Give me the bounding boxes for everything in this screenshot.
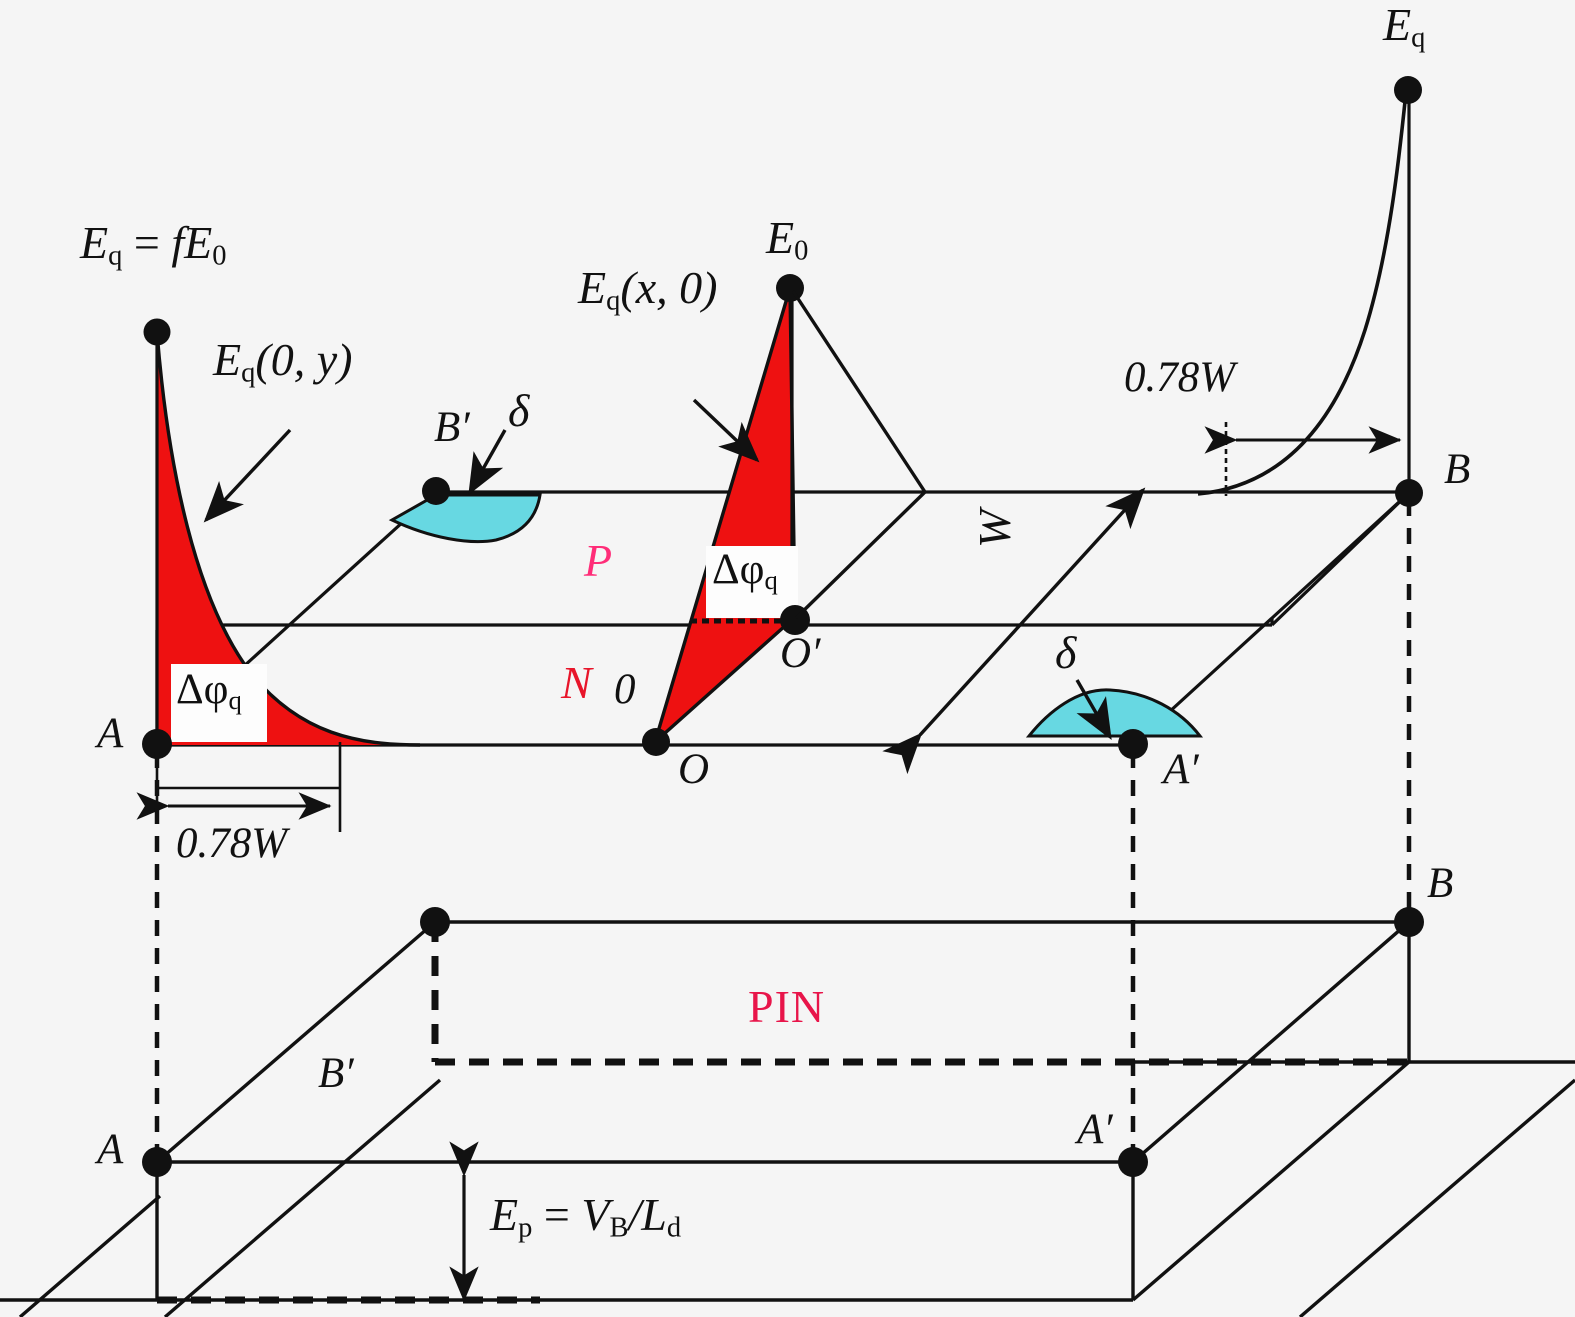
label-B-prime-top: B′ — [434, 404, 470, 451]
label-origin-O: O — [678, 746, 710, 793]
label-078w-right: 0.78W — [1124, 354, 1236, 401]
delta-phi-mid-box — [706, 546, 798, 618]
label-delta-phi-mid: Δφq — [712, 546, 778, 595]
label-w-arrow: W — [969, 509, 1020, 548]
point-eq-0-y-peak — [143, 318, 171, 346]
label-eq-x-0: Eq(x, 0) — [578, 262, 718, 317]
delta-sliver-right-shape — [1025, 688, 1204, 738]
label-A-top: A — [97, 710, 124, 757]
label-pin-block: PIN — [748, 981, 826, 1032]
dim-078w-right-group — [1204, 420, 1411, 496]
label-A-prime-top: A′ — [1163, 746, 1199, 793]
point-O — [642, 728, 670, 756]
delta-phi-left-box — [171, 664, 267, 742]
label-region-p: P — [584, 535, 613, 586]
label-origin-zero: 0 — [614, 666, 636, 713]
point-B-top — [1395, 479, 1423, 507]
pin-top-left-oblique — [155, 920, 437, 1164]
lower-plane-front-left-oblique2 — [163, 1078, 442, 1317]
label-E0: E0 — [766, 212, 809, 267]
point-eq-right-peak — [1394, 76, 1422, 104]
e0-oblique-down — [791, 290, 927, 493]
point-B-prime-top — [422, 477, 450, 505]
label-eq-equals-f-e0: Eq = fE0 — [80, 217, 227, 272]
point-A-prime-bottom — [1118, 1147, 1148, 1177]
curve-eq-0-y-fill — [157, 332, 420, 745]
callout-eq-x-0-arrow — [692, 398, 760, 463]
pin-block-group — [0, 907, 1575, 1317]
pin-top-right-oblique — [1131, 920, 1411, 1164]
slab-right-oblique-mid-edge — [1270, 490, 1412, 627]
delta-sliver-left-group — [388, 477, 542, 544]
lower-plane-left-oblique — [0, 1090, 260, 1317]
callout-eq-0-y-arrow — [203, 428, 292, 523]
label-ep-formula: Ep = VB/Ld — [490, 1189, 682, 1244]
point-A-bottom — [142, 1147, 172, 1177]
point-E0 — [776, 274, 804, 302]
curve-eq-0-y-stroke — [155, 331, 421, 747]
callout-delta-left-arrow — [468, 429, 507, 495]
point-B-bottom — [1394, 907, 1424, 937]
curve-eq-right-stroke — [1197, 91, 1408, 496]
label-A-prime-bottom: A′ — [1077, 1106, 1113, 1153]
lower-plane-front-left-oblique — [18, 1194, 162, 1317]
label-B-top: B — [1444, 446, 1471, 493]
o-prime-oblique-up — [794, 490, 927, 620]
label-A-bottom: A — [97, 1126, 124, 1173]
lower-plane-right-oblique-a — [1131, 1060, 1411, 1302]
label-078w-left: 0.78W — [176, 820, 288, 867]
curve-eq-0-y-group — [143, 318, 421, 747]
label-region-n: N — [561, 657, 592, 708]
label-Eq-top-right: Eq — [1383, 0, 1426, 54]
projection-lines-group — [154, 500, 1412, 1163]
curve-eq-x-0-group — [642, 274, 927, 756]
dim-078w-left-group — [136, 742, 342, 832]
label-B-prime-bottom: B′ — [318, 1050, 354, 1097]
label-B-bottom: B — [1427, 860, 1454, 907]
callout-delta-right-arrow — [1075, 679, 1112, 740]
label-delta-phi-left: Δφq — [176, 666, 242, 715]
point-A-top — [142, 729, 172, 759]
delta-sliver-left-shape — [388, 493, 542, 544]
point-B-prime-bottom — [420, 907, 450, 937]
label-delta-right: δ — [1055, 627, 1077, 678]
label-origin-O-prime: O′ — [780, 630, 821, 677]
curve-eq-right-group — [1197, 76, 1423, 507]
label-eq-0-y: Eq(0, y) — [213, 334, 353, 389]
lower-plane-right-oblique-b — [1298, 1078, 1575, 1317]
label-delta-left: δ — [508, 385, 530, 436]
w-dimension-arrow — [882, 487, 1146, 775]
